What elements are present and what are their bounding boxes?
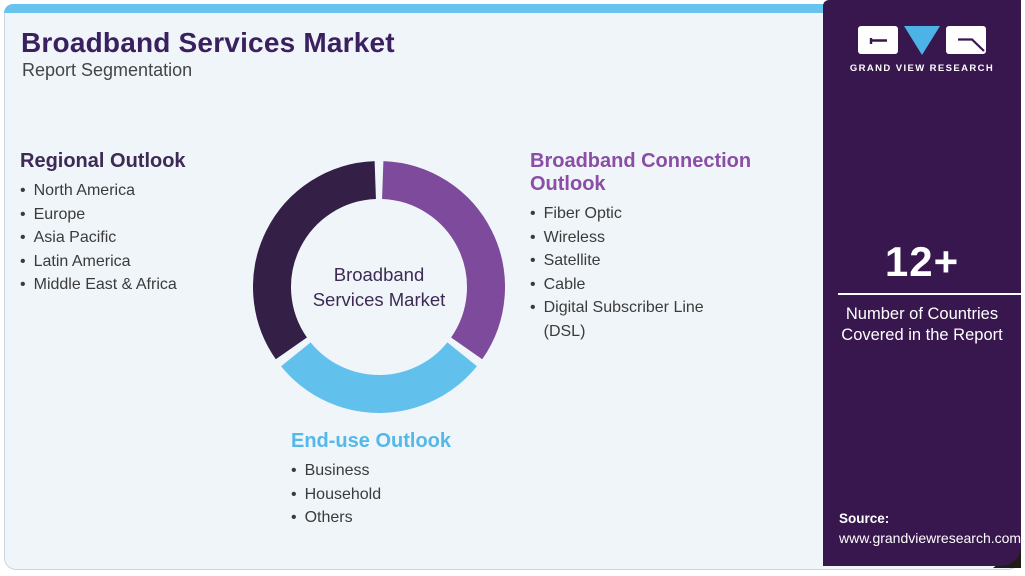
- logo-r-icon: [946, 26, 986, 54]
- donut-segment-connection: [381, 161, 505, 360]
- donut-center-label: Broadband Services Market: [253, 161, 505, 413]
- regional-outlook-section: Regional Outlook North America Europe As…: [20, 150, 186, 297]
- list-item-label: Satellite: [543, 252, 601, 269]
- source-url[interactable]: www.grandviewresearch.com: [839, 530, 1022, 546]
- list-item-label: Asia Pacific: [33, 229, 117, 246]
- page-title: Broadband Services Market: [21, 27, 395, 58]
- logo-g-icon: [858, 26, 898, 54]
- enduse-outlook-heading: End-use Outlook: [291, 430, 451, 452]
- list-item: Cable: [530, 273, 762, 297]
- list-item-label: Latin America: [33, 252, 131, 270]
- connection-outlook-heading: Broadband Connection Outlook: [530, 150, 752, 195]
- countries-stat: 12+ Number of Countries Covered in the R…: [823, 238, 1021, 346]
- list-item-label: Others: [304, 509, 353, 526]
- regional-outlook-heading: Regional Outlook: [20, 150, 186, 172]
- list-item-label: Wireless: [543, 228, 605, 246]
- list-item-label: Middle East & Africa: [33, 276, 177, 293]
- enduse-outlook-section: End-use Outlook Business Household Other…: [291, 430, 451, 530]
- list-item-label: Cable: [543, 275, 586, 293]
- regional-outlook-list: North America Europe Asia Pacific Latin …: [20, 179, 186, 297]
- logo-v-icon: [904, 26, 940, 55]
- stat-caption-line2: Covered in the Report: [841, 326, 1003, 344]
- list-item: Asia Pacific: [20, 226, 186, 250]
- page-subtitle: Report Segmentation: [22, 60, 193, 80]
- list-item: Latin America: [20, 250, 186, 274]
- connection-outlook-list: Fiber Optic Wireless Satellite Cable Dig…: [530, 202, 762, 343]
- list-item: Household: [291, 483, 451, 507]
- list-item-label: Business: [304, 462, 370, 479]
- list-item: Wireless: [530, 226, 762, 250]
- list-item: Others: [291, 506, 451, 530]
- stat-divider: [838, 293, 1021, 295]
- source-label: Source:: [839, 511, 890, 526]
- donut-center-label-line2: Services Market: [312, 289, 446, 310]
- list-item-label: Europe: [33, 205, 86, 223]
- enduse-outlook-list: Business Household Others: [291, 459, 451, 530]
- list-item: North America: [20, 179, 186, 203]
- list-item-label: Fiber Optic: [543, 205, 622, 222]
- donut-chart: Broadband Services Market: [253, 161, 505, 413]
- list-item-label: North America: [33, 182, 135, 199]
- list-item: Digital Subscriber Line (DSL): [530, 296, 762, 343]
- list-item: Middle East & Africa: [20, 273, 186, 297]
- list-item-label: Household: [304, 485, 382, 503]
- connection-outlook-section: Broadband Connection Outlook Fiber Optic…: [530, 150, 762, 343]
- donut-segment-enduse: [281, 341, 477, 413]
- stat-caption: Number of Countries Covered in the Repor…: [823, 304, 1021, 346]
- sidebar: GRAND VIEW RESEARCH 12+ Number of Countr…: [823, 0, 1021, 566]
- source-block: Source: www.grandviewresearch.com: [839, 511, 1021, 546]
- list-item: Fiber Optic: [530, 202, 762, 226]
- donut-chart-svg: [253, 161, 505, 413]
- top-accent-bar: [4, 4, 823, 13]
- donut-segment-regional: [253, 161, 377, 360]
- list-item-label: Digital Subscriber Line (DSL): [543, 299, 704, 340]
- list-item: Satellite: [530, 249, 762, 273]
- gvr-logo-glyphs: [858, 26, 986, 56]
- gvr-logo-caption: GRAND VIEW RESEARCH: [849, 63, 995, 74]
- list-item: Business: [291, 459, 451, 483]
- list-item: Europe: [20, 203, 186, 227]
- donut-center-label-line1: Broadband: [333, 264, 425, 285]
- gvr-logo: GRAND VIEW RESEARCH: [823, 26, 1021, 74]
- stat-value: 12+: [884, 238, 960, 285]
- stat-caption-line1: Number of Countries: [845, 305, 999, 323]
